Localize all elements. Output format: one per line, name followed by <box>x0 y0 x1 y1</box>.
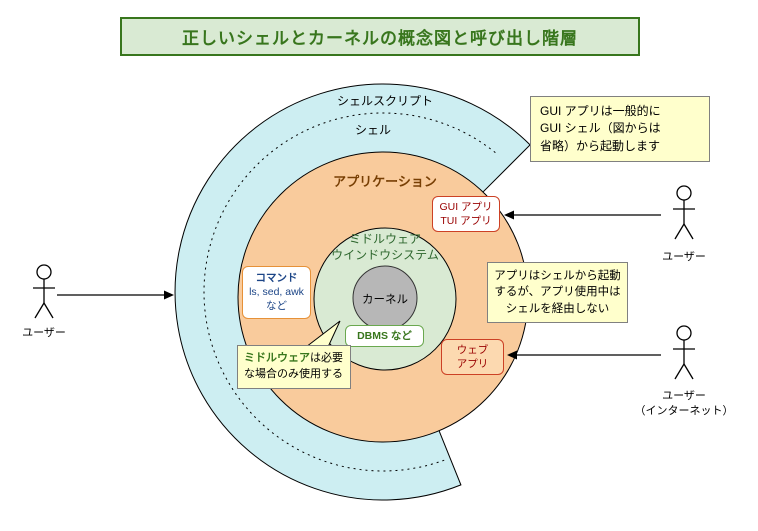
diagram-title: 正しいシェルとカーネルの概念図と呼び出し階層 <box>120 17 640 56</box>
web-app-box: ウェブ アプリ <box>441 339 504 376</box>
app-shell-note: アプリはシェルから起動 するが、アプリ使用中は シェルを経由しない <box>487 262 628 323</box>
tui-app-line: TUI アプリ <box>440 215 492 228</box>
user-right-bottom-label: ユーザー （インターネット） <box>629 389 739 420</box>
command-box: コマンド ls, sed, awk など <box>242 266 311 319</box>
gui-note-line2: GUI シェル（図からは <box>540 121 661 136</box>
web-app-line1: ウェブ <box>456 344 489 356</box>
shell-script-label: シェルスクリプト <box>336 94 433 108</box>
command-box-title: コマンド <box>255 272 298 284</box>
user-left-label: ユーザー <box>22 327 66 339</box>
user-right-bottom-figure <box>673 325 695 380</box>
kernel-label: カーネル <box>362 294 408 306</box>
user-left-figure <box>33 264 55 319</box>
command-box-etc: など <box>266 300 287 313</box>
application-label: アプリケーション <box>333 174 437 189</box>
user-right-bottom-label-line1: ユーザー <box>662 390 706 402</box>
gui-app-box: GUI アプリ TUI アプリ <box>432 196 500 233</box>
middleware-note-emphasis: ミドルウェア <box>244 352 310 364</box>
arrow-user-to-gui-app <box>504 210 661 220</box>
middleware-label-line2: ウインドウシステム <box>331 247 439 262</box>
middleware-label: ミドルウェア ウインドウシステム <box>310 232 460 264</box>
shell-label: シェル <box>354 123 391 137</box>
gui-app-line: GUI アプリ <box>439 201 493 213</box>
arrow-left-user-to-shell <box>57 290 174 300</box>
gui-note: GUI アプリは一般的に GUI シェル（図からは 省略）から起動します <box>530 96 710 163</box>
app-shell-note-line1: アプリはシェルから起動 <box>494 270 621 282</box>
gui-note-line1: GUI アプリは一般的に <box>540 104 661 118</box>
app-shell-note-line3: シェルを経由しない <box>505 302 610 315</box>
user-right-top-label: ユーザー <box>662 251 706 263</box>
command-box-examples: ls, sed, awk <box>249 286 304 299</box>
shell-dotted-arc <box>203 112 499 472</box>
app-shell-note-line2: するが、アプリ使用中は <box>494 286 621 299</box>
user-right-bottom-label-line2: （インターネット） <box>634 405 734 418</box>
middleware-note-line2: な場合のみ使用する <box>244 367 343 380</box>
dbms-box: DBMS など <box>345 325 424 348</box>
middleware-note: ミドルウェアは必要 な場合のみ使用する <box>237 345 351 389</box>
gui-note-line3: 省略）から起動します <box>540 138 661 153</box>
user-right-top-figure <box>673 185 695 240</box>
arrow-user-to-web-app <box>507 350 661 360</box>
middleware-note-line1-rest: は必要 <box>310 352 343 364</box>
middleware-note-line1: ミドルウェアは必要 <box>244 351 344 367</box>
web-app-line2: アプリ <box>456 358 489 371</box>
middleware-label-line1: ミドルウェア <box>348 232 421 246</box>
